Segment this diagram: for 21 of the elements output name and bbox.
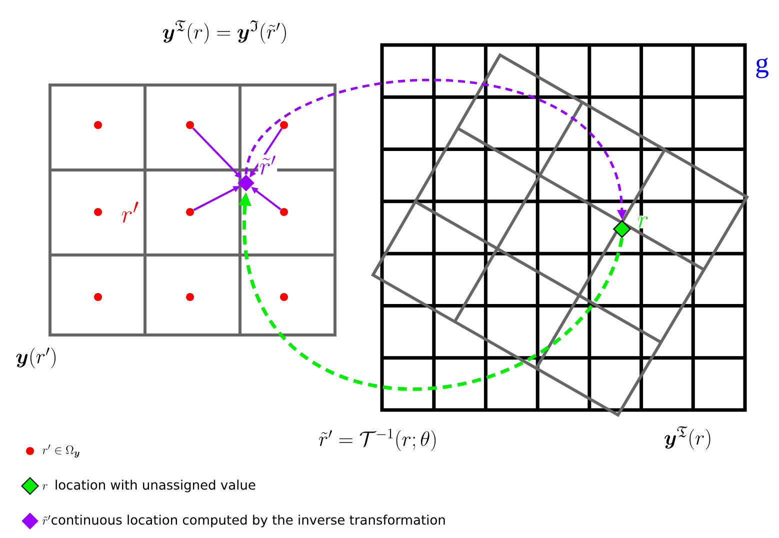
formula-label: $r'$ xyxy=(120,200,140,224)
sample-dot xyxy=(186,293,194,301)
sample-dot xyxy=(94,208,102,216)
legend-label: $r\;\;\text{location with unassigned value}$ xyxy=(42,480,256,492)
legend-label: $r'\in\Omega_{\boldsymbol{y}}$ xyxy=(42,444,80,458)
sample-dot xyxy=(94,121,102,129)
location-label: $r$ xyxy=(636,216,650,228)
formula-label: $\boldsymbol{y}(r')$ xyxy=(16,348,56,368)
sample-dot xyxy=(280,293,288,301)
formula-label: $\boldsymbol{y}^{\mathfrak{T}}(r)=\boldsymbol{y}^{\mathfrak{I}}(\tilde{r}')$ xyxy=(162,20,286,44)
location-label: $\tilde{r}'$ xyxy=(258,154,278,176)
location-diamond xyxy=(238,174,254,192)
sample-dot xyxy=(280,208,288,216)
formula-label: $\tilde{r}'=\mathcal{T}^{-1}(r;\theta)$ xyxy=(319,428,436,451)
legend-label: $\tilde{r}'\text{continuous location computed by the inverse transformation}$ xyxy=(42,514,445,528)
formula-label: $\boldsymbol{y}^{\mathfrak{T}}(r)$ xyxy=(664,426,710,450)
formula-label: g xyxy=(756,58,768,78)
sample-dot xyxy=(186,121,194,129)
sample-dot xyxy=(280,121,288,129)
sample-dot xyxy=(186,208,194,216)
sample-dot xyxy=(94,293,102,301)
